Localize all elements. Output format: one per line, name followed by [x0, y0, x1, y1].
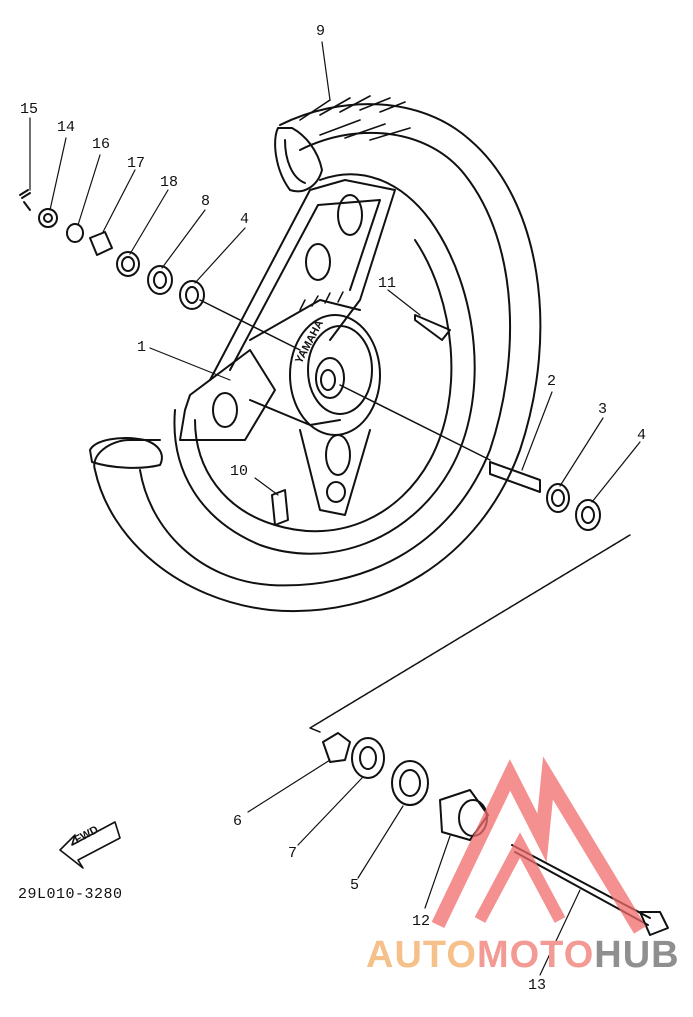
watermark-auto: AUTO [366, 934, 477, 976]
spoke-hole-1 [337, 194, 363, 236]
spoke-hole-3 [212, 392, 238, 428]
tire-outline [93, 103, 542, 613]
part-17-collar [89, 231, 113, 256]
part-7-seal [351, 737, 385, 779]
spoke-hole-2 [305, 243, 331, 281]
callout-1: 1 [137, 339, 147, 356]
callout-12: 12 [412, 913, 431, 930]
callout-5: 5 [350, 877, 360, 894]
part-11-clip [414, 314, 451, 341]
tire-inner [139, 131, 512, 587]
callout-6: 6 [233, 813, 243, 830]
callout-11: 11 [378, 275, 397, 292]
part-4-bearing-right [575, 499, 601, 531]
tire-tread [299, 95, 411, 141]
spoke-hole-5 [326, 481, 346, 503]
part-5-bearing [391, 760, 429, 806]
hub-flange [307, 325, 373, 415]
callout-16: 16 [92, 136, 111, 153]
fwd-arrow [59, 821, 121, 869]
callout-14: 14 [57, 119, 76, 136]
hub-center [315, 357, 345, 399]
hub-fins [299, 291, 344, 311]
callout-7: 7 [288, 845, 298, 862]
left-axle-line [199, 299, 301, 351]
watermark-triangle [431, 756, 646, 934]
axle-line [339, 384, 491, 461]
watermark-hub: HUB [594, 934, 680, 976]
part-13-head [639, 911, 669, 936]
part-14-nut [38, 208, 58, 228]
part-8-bearing [147, 265, 173, 295]
part-15-bolt [19, 189, 31, 211]
tire-cut-bottom [89, 437, 163, 469]
callout-13: 13 [528, 977, 547, 994]
callout-4-left: 4 [240, 211, 250, 228]
subassembly-guide [309, 534, 631, 733]
part-4-bearing-left [179, 280, 205, 310]
spoke-lower [299, 429, 371, 516]
hub-bore [320, 369, 336, 391]
callout-15: 15 [20, 101, 39, 118]
hub-outer [289, 314, 381, 436]
tire-cut-top [274, 127, 323, 193]
callout-17: 17 [127, 155, 146, 172]
callout-8: 8 [201, 193, 211, 210]
callout-2: 2 [547, 373, 557, 390]
hub-body [249, 299, 361, 426]
spoke-hole-4 [325, 434, 351, 476]
drawing-code: 29L010-3280 [18, 886, 123, 903]
callout-4-right: 4 [637, 427, 647, 444]
watermark-moto: MOTO [476, 934, 595, 976]
spoke-upper [209, 179, 396, 381]
spoke-upper-inner [229, 199, 381, 371]
spoke-left [179, 349, 276, 441]
part-18-seal [116, 251, 140, 277]
part-3-seal [546, 483, 570, 513]
callout-9: 9 [316, 23, 326, 40]
part-16-washer [66, 223, 84, 243]
rim-inner [194, 239, 453, 533]
watermark-text: AUTOMOTOHUB [366, 934, 680, 977]
tire-cut-top-inner [284, 139, 306, 184]
rim-outer [173, 173, 476, 555]
callout-18: 18 [160, 174, 179, 191]
callout-3: 3 [598, 401, 608, 418]
part-2-spacer [489, 461, 541, 493]
part-10-valve [271, 489, 289, 526]
callout-10: 10 [230, 463, 249, 480]
part-6-retainer [322, 732, 351, 763]
watermark-logo: AUTOMOTOHUB [366, 930, 686, 980]
